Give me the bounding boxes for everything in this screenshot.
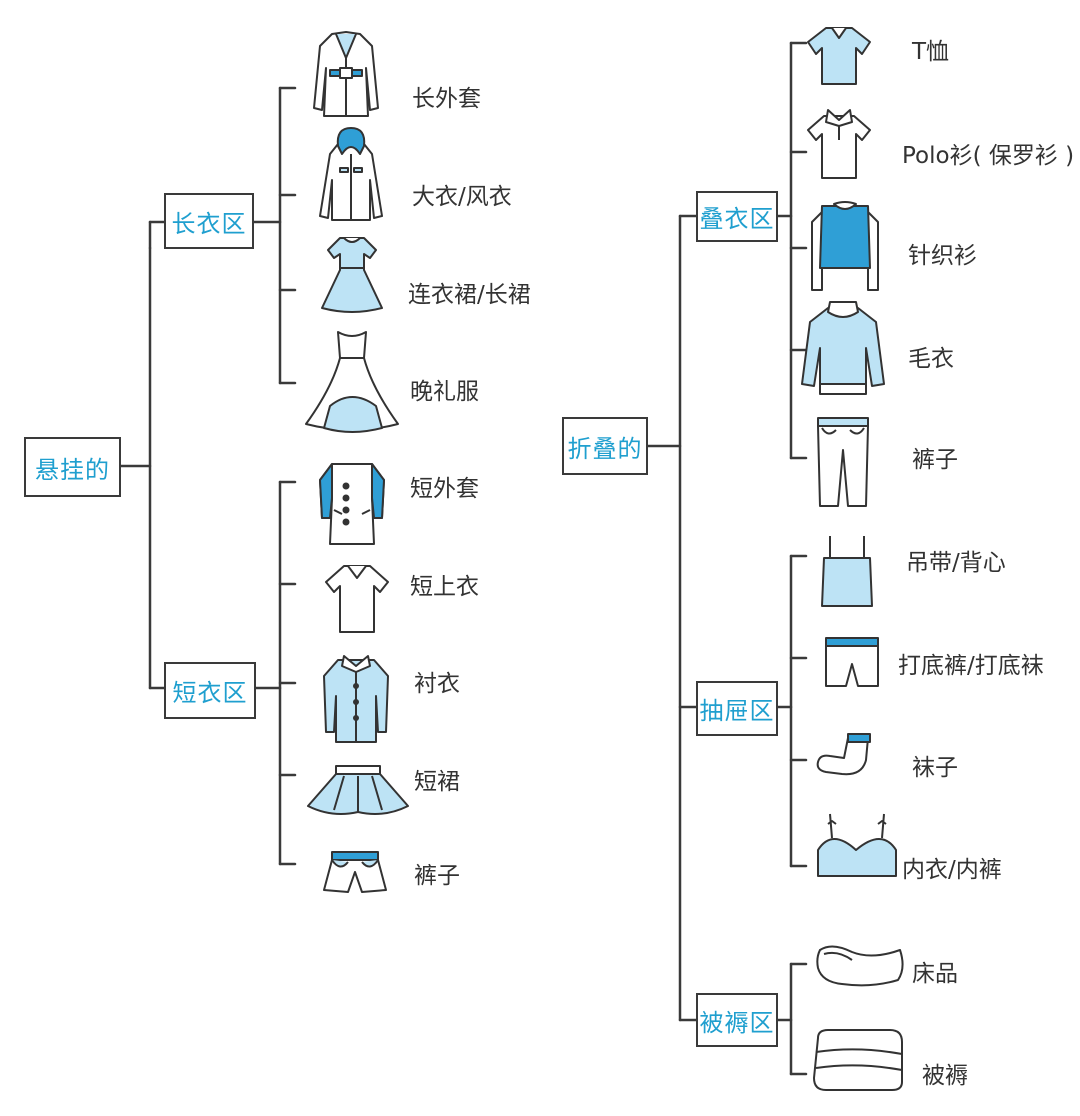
item-label-camisole: 吊带/背心 bbox=[906, 550, 1006, 576]
bra-icon bbox=[817, 813, 897, 877]
dress-icon bbox=[321, 237, 383, 313]
evening-gown-icon bbox=[305, 331, 399, 433]
item-label-short-skirt: 短裙 bbox=[414, 769, 460, 795]
shirt-icon bbox=[323, 655, 389, 743]
pillow-icon bbox=[816, 945, 904, 987]
pants-icon bbox=[817, 417, 869, 507]
item-label-evening-gown: 晚礼服 bbox=[410, 379, 479, 405]
leggings-icon bbox=[825, 637, 879, 687]
item-label-shorts: 裤子 bbox=[414, 863, 460, 889]
node-drawer-zone: 抽屉区 bbox=[696, 681, 778, 736]
short-top-icon bbox=[325, 565, 389, 633]
overcoat-icon bbox=[319, 127, 383, 221]
item-label-pillow: 床品 bbox=[912, 961, 958, 987]
sock-icon bbox=[816, 733, 871, 776]
node-fold-zone: 叠衣区 bbox=[696, 191, 778, 242]
long-coat-icon bbox=[313, 31, 379, 117]
node-bedding-zone: 被褥区 bbox=[696, 993, 778, 1047]
quilt-icon bbox=[813, 1029, 903, 1091]
polo-shirt-icon bbox=[807, 109, 871, 179]
node-short-zone: 短衣区 bbox=[164, 662, 256, 719]
item-label-leggings: 打底裤/打底袜 bbox=[898, 653, 1044, 679]
sweater-icon bbox=[801, 301, 885, 395]
tshirt-icon bbox=[807, 27, 871, 85]
item-label-shirt: 衬衣 bbox=[414, 671, 460, 697]
item-label-sock: 袜子 bbox=[912, 755, 958, 781]
item-label-quilt: 被褥 bbox=[922, 1063, 968, 1089]
item-label-tshirt: T恤 bbox=[912, 39, 950, 65]
camisole-icon bbox=[821, 536, 873, 607]
item-label-short-jacket: 短外套 bbox=[410, 476, 479, 502]
node-folded: 折叠的 bbox=[562, 417, 648, 475]
item-label-pants: 裤子 bbox=[912, 447, 958, 473]
item-label-bra: 内衣/内裤 bbox=[902, 857, 1002, 883]
shorts-icon bbox=[323, 851, 387, 893]
item-label-polo-shirt: Polo衫( 保罗衫 ) bbox=[902, 143, 1075, 169]
knit-top-icon bbox=[811, 201, 879, 291]
short-jacket-icon bbox=[319, 463, 385, 545]
item-label-dress: 连衣裙/长裙 bbox=[408, 282, 531, 308]
item-label-short-top: 短上衣 bbox=[410, 574, 479, 600]
node-long-zone: 长衣区 bbox=[164, 193, 254, 249]
item-label-long-coat: 长外套 bbox=[412, 86, 481, 112]
node-hanging: 悬挂的 bbox=[24, 437, 121, 497]
short-skirt-icon bbox=[307, 765, 409, 815]
item-label-knit-top: 针织衫 bbox=[908, 243, 977, 269]
item-label-overcoat: 大衣/风衣 bbox=[412, 184, 512, 210]
item-label-sweater: 毛衣 bbox=[908, 346, 954, 372]
